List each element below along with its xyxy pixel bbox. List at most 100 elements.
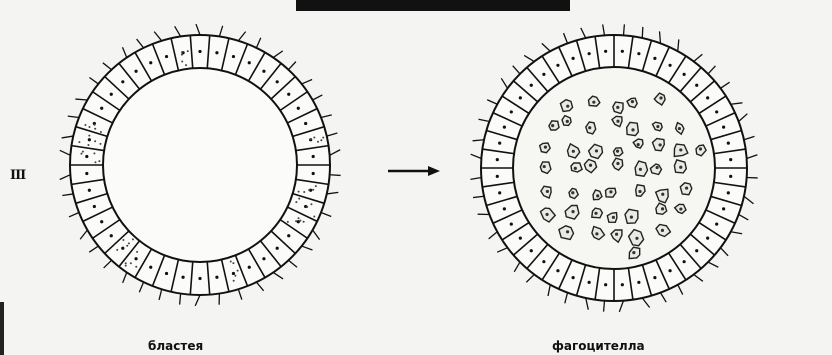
cilium (731, 103, 743, 104)
phagocyte-cell (653, 139, 665, 151)
phagocyte-nucleus (632, 251, 635, 254)
phagocyte-nucleus (588, 126, 591, 129)
cilium (604, 301, 605, 312)
cilium (273, 272, 283, 279)
cell-nucleus (276, 247, 279, 250)
cilium (739, 114, 748, 122)
phagocyte-nucleus (631, 100, 634, 103)
cilium (195, 295, 200, 306)
granule (237, 270, 239, 272)
cell-nucleus (683, 73, 686, 76)
granule (94, 161, 96, 163)
cell-nucleus (588, 281, 591, 284)
cell-nucleus (134, 257, 137, 260)
cilium (238, 289, 242, 299)
cell-nucleus (88, 189, 91, 192)
cilium (330, 150, 341, 156)
cell-nucleus (729, 158, 732, 161)
cilium (586, 298, 589, 310)
cilium (619, 301, 623, 312)
cilium (62, 194, 73, 196)
cell-nucleus (276, 80, 279, 83)
cilium (660, 31, 661, 43)
cilium (321, 115, 332, 118)
cell-nucleus (198, 277, 201, 280)
phagocyte-nucleus (639, 168, 642, 171)
cell-nucleus (519, 96, 522, 99)
phagocyte-nucleus (595, 149, 598, 152)
cilium (256, 282, 263, 291)
cell-nucleus (85, 155, 88, 158)
granule (315, 185, 317, 187)
cell-nucleus (530, 249, 533, 252)
cilium (313, 95, 323, 100)
cilium (238, 32, 245, 41)
cell-nucleus (165, 55, 168, 58)
cell-nucleus (110, 234, 113, 237)
cilium (473, 140, 484, 141)
phagocyte-nucleus (638, 190, 641, 193)
phagocyte-nucleus (551, 124, 554, 127)
granule (298, 191, 300, 193)
cilium (720, 82, 729, 88)
granule (88, 126, 90, 128)
cilium (60, 150, 71, 155)
cilium (139, 282, 143, 292)
cell-nucleus (588, 52, 591, 55)
cell-nucleus (121, 80, 124, 83)
phagocyte-nucleus (659, 143, 662, 146)
cilium (708, 66, 715, 74)
cell-nucleus (653, 57, 656, 60)
cell-nucleus (621, 283, 624, 286)
cilium (487, 100, 497, 104)
cell-nucleus (312, 155, 315, 158)
cell-nucleus (722, 126, 725, 129)
cilium (678, 285, 683, 295)
cell-nucleus (530, 84, 533, 87)
granule (303, 221, 305, 223)
phagocyte-nucleus (544, 146, 547, 149)
granule (181, 51, 183, 53)
phagocyte-nucleus (678, 127, 681, 130)
cell-nucleus (498, 142, 501, 145)
cilium (330, 175, 341, 176)
granule (306, 206, 308, 208)
granule (181, 60, 183, 62)
granule (233, 280, 235, 282)
cilium (273, 51, 283, 58)
cell-nucleus (572, 57, 575, 60)
cell-nucleus (287, 93, 290, 96)
cilium (623, 24, 624, 35)
phagocyte-nucleus (612, 216, 615, 219)
granule (122, 239, 124, 241)
cilium (219, 26, 222, 37)
cell-nucleus (604, 50, 607, 53)
cell-nucleus (215, 276, 218, 279)
transition-arrow (388, 166, 440, 176)
cell-nucleus (668, 64, 671, 67)
cell-nucleus (542, 260, 545, 263)
phagocyte-nucleus (685, 186, 688, 189)
cell-nucleus (519, 237, 522, 240)
cilium (103, 63, 112, 70)
cilium (288, 260, 297, 267)
phagocytella-drawing (470, 24, 757, 312)
granule (87, 144, 89, 146)
cell-nucleus (287, 234, 290, 237)
cilium (180, 294, 181, 305)
cell-nucleus (181, 276, 184, 279)
phagocyte-nucleus (596, 194, 599, 197)
phagocyte-nucleus (656, 125, 659, 128)
cell-nucleus (85, 172, 88, 175)
cilium (581, 28, 586, 38)
cell-nucleus (312, 172, 315, 175)
cell-nucleus (542, 73, 545, 76)
phagocyte-nucleus (637, 143, 640, 146)
cell-nucleus (695, 84, 698, 87)
cilium (489, 232, 498, 239)
cell-nucleus (262, 257, 265, 260)
granule (299, 220, 301, 222)
cell-nucleus (503, 207, 506, 210)
granule (93, 152, 95, 154)
granule (82, 151, 84, 153)
